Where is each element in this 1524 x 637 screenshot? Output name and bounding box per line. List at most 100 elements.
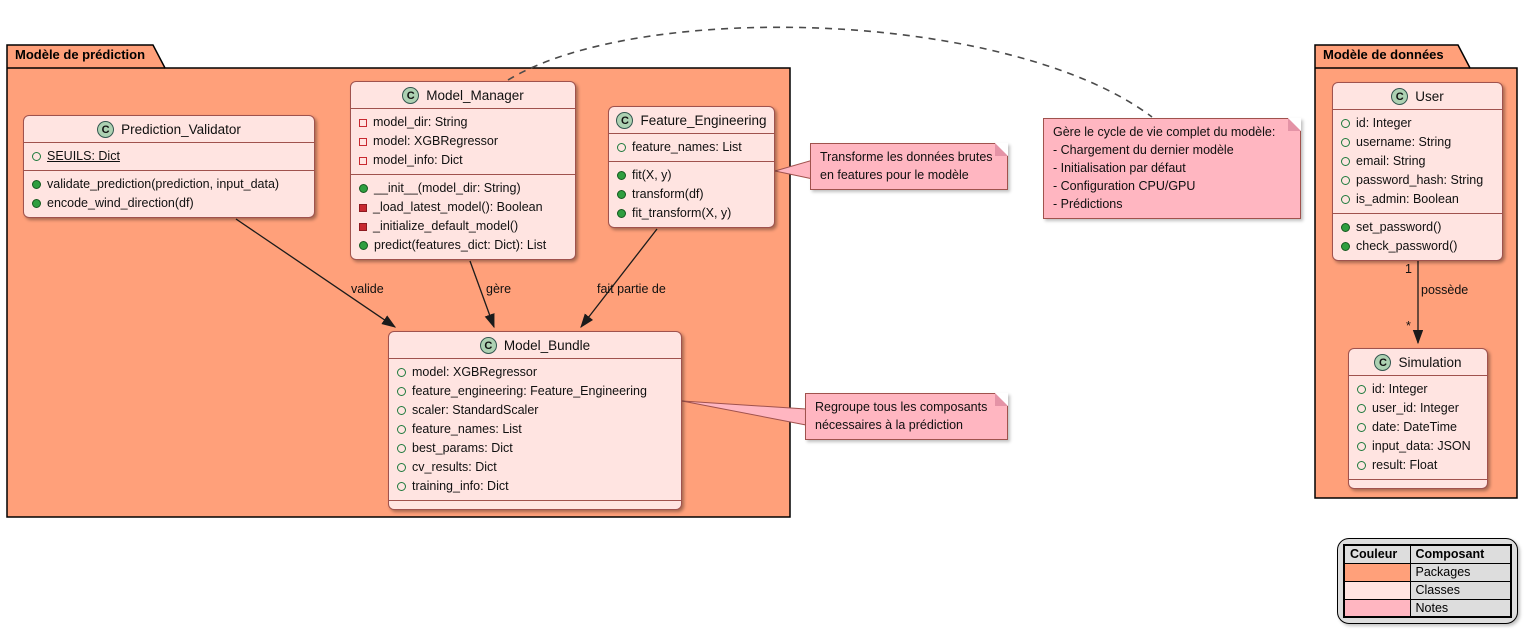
- class-title: C Feature_Engineering: [609, 107, 774, 133]
- method-row: predict(features_dict: Dict): List: [359, 236, 567, 255]
- class-c-icon: C: [616, 112, 634, 129]
- attribute-row: best_params: Dict: [397, 439, 673, 458]
- method-row: _initialize_default_model(): [359, 217, 567, 236]
- attribute-row: username: String: [1341, 133, 1494, 152]
- visibility-icon: [1341, 242, 1350, 251]
- visibility-icon: [32, 152, 41, 161]
- visibility-icon: [359, 184, 368, 193]
- class-c-icon: C: [1391, 88, 1409, 105]
- method-row: validate_prediction(prediction, input_da…: [32, 175, 306, 194]
- note-connector-transforme: [774, 159, 814, 180]
- visibility-icon: [397, 463, 406, 472]
- visibility-icon: [32, 180, 41, 189]
- visibility-icon: [397, 482, 406, 491]
- method-row: fit_transform(X, y): [617, 204, 766, 223]
- method-row: fit(X, y): [617, 166, 766, 185]
- method-row: encode_wind_direction(df): [32, 194, 306, 213]
- attributes-compartment: model_dir: String model: XGBRegressor mo…: [351, 108, 575, 174]
- class-title: C Prediction_Validator: [24, 116, 314, 142]
- legend-row: Classes: [1343, 580, 1512, 600]
- class-c-icon: C: [479, 337, 497, 354]
- legend: Couleur Composant Packages Classes Notes: [1337, 538, 1518, 624]
- visibility-icon: [1341, 176, 1350, 185]
- class-prediction-validator: C Prediction_Validator SEUILS: Dict vali…: [23, 115, 315, 218]
- visibility-icon: [617, 209, 626, 218]
- edge-label-possede: possède: [1421, 283, 1469, 297]
- edge-label-fait-partie-de: fait partie de: [597, 282, 666, 296]
- visibility-icon: [359, 241, 368, 250]
- methods-compartment: set_password() check_password(): [1333, 213, 1502, 260]
- visibility-icon: [359, 137, 367, 146]
- legend-header-row: Couleur Composant: [1343, 544, 1512, 564]
- attribute-row: result: Float: [1357, 456, 1479, 475]
- class-title: C Model_Manager: [351, 82, 575, 108]
- visibility-icon: [359, 222, 367, 231]
- attribute-row: is_admin: Boolean: [1341, 190, 1494, 209]
- visibility-icon: [1341, 138, 1350, 147]
- class-name: User: [1415, 89, 1444, 104]
- package-title-donnees: Modèle de données: [1323, 47, 1444, 62]
- visibility-icon: [1341, 195, 1350, 204]
- attribute-row: model_info: Dict: [359, 151, 567, 170]
- method-row: __init__(model_dir: String): [359, 179, 567, 198]
- visibility-icon: [397, 387, 406, 396]
- attributes-compartment: model: XGBRegressor feature_engineering:…: [389, 358, 681, 500]
- multiplicity-one: 1: [1405, 262, 1412, 276]
- attributes-compartment: feature_names: List: [609, 133, 774, 161]
- visibility-icon: [397, 444, 406, 453]
- attribute-row: input_data: JSON: [1357, 437, 1479, 456]
- edge-label-valide: valide: [351, 282, 384, 296]
- legend-swatch-notes: [1343, 598, 1411, 618]
- visibility-icon: [1357, 423, 1366, 432]
- visibility-icon: [397, 368, 406, 377]
- methods-compartment: validate_prediction(prediction, input_da…: [24, 170, 314, 217]
- visibility-icon: [617, 190, 626, 199]
- methods-compartment: __init__(model_dir: String) _load_latest…: [351, 174, 575, 259]
- legend-header-couleur: Couleur: [1343, 544, 1411, 564]
- legend-swatch-packages: [1343, 562, 1411, 582]
- legend-label-packages: Packages: [1409, 562, 1512, 582]
- visibility-icon: [1341, 119, 1350, 128]
- multiplicity-many: *: [1406, 319, 1411, 333]
- visibility-icon: [1357, 461, 1366, 470]
- attribute-row: SEUILS: Dict: [32, 147, 306, 166]
- visibility-icon: [617, 143, 626, 152]
- visibility-icon: [1357, 385, 1366, 394]
- method-row: transform(df): [617, 185, 766, 204]
- arrow-fait-partie-de: [580, 228, 658, 329]
- note-connector-lifecycle-dashed: [507, 26, 1153, 118]
- class-name: Prediction_Validator: [121, 122, 241, 137]
- attributes-compartment: SEUILS: Dict: [24, 142, 314, 170]
- visibility-icon: [1357, 404, 1366, 413]
- class-model-bundle: C Model_Bundle model: XGBRegressor featu…: [388, 331, 682, 510]
- class-c-icon: C: [1374, 354, 1392, 371]
- legend-label-notes: Notes: [1409, 598, 1512, 618]
- edge-label-gere: gère: [486, 282, 512, 296]
- visibility-icon: [1357, 442, 1366, 451]
- attribute-row: password_hash: String: [1341, 171, 1494, 190]
- attribute-row: feature_engineering: Feature_Engineering: [397, 382, 673, 401]
- visibility-icon: [397, 425, 406, 434]
- method-row: _load_latest_model(): Boolean: [359, 198, 567, 217]
- visibility-icon: [359, 118, 367, 127]
- class-simulation: C Simulation id: Integer user_id: Intege…: [1348, 348, 1488, 489]
- attribute-row: user_id: Integer: [1357, 399, 1479, 418]
- attribute-row: email: String: [1341, 152, 1494, 171]
- class-feature-engineering: C Feature_Engineering feature_names: Lis…: [608, 106, 775, 228]
- attributes-compartment: id: Integer username: String email: Stri…: [1333, 109, 1502, 213]
- visibility-icon: [1341, 223, 1350, 232]
- visibility-icon: [397, 406, 406, 415]
- visibility-icon: [32, 199, 41, 208]
- methods-compartment: [389, 500, 681, 509]
- attribute-row: cv_results: Dict: [397, 458, 673, 477]
- attribute-row: model_dir: String: [359, 113, 567, 132]
- note-connector-regroupe: [681, 400, 807, 426]
- class-user: C User id: Integer username: String emai…: [1332, 82, 1503, 261]
- visibility-icon: [1341, 157, 1350, 166]
- class-title: C Model_Bundle: [389, 332, 681, 358]
- method-row: set_password(): [1341, 218, 1494, 237]
- visibility-icon: [359, 156, 367, 165]
